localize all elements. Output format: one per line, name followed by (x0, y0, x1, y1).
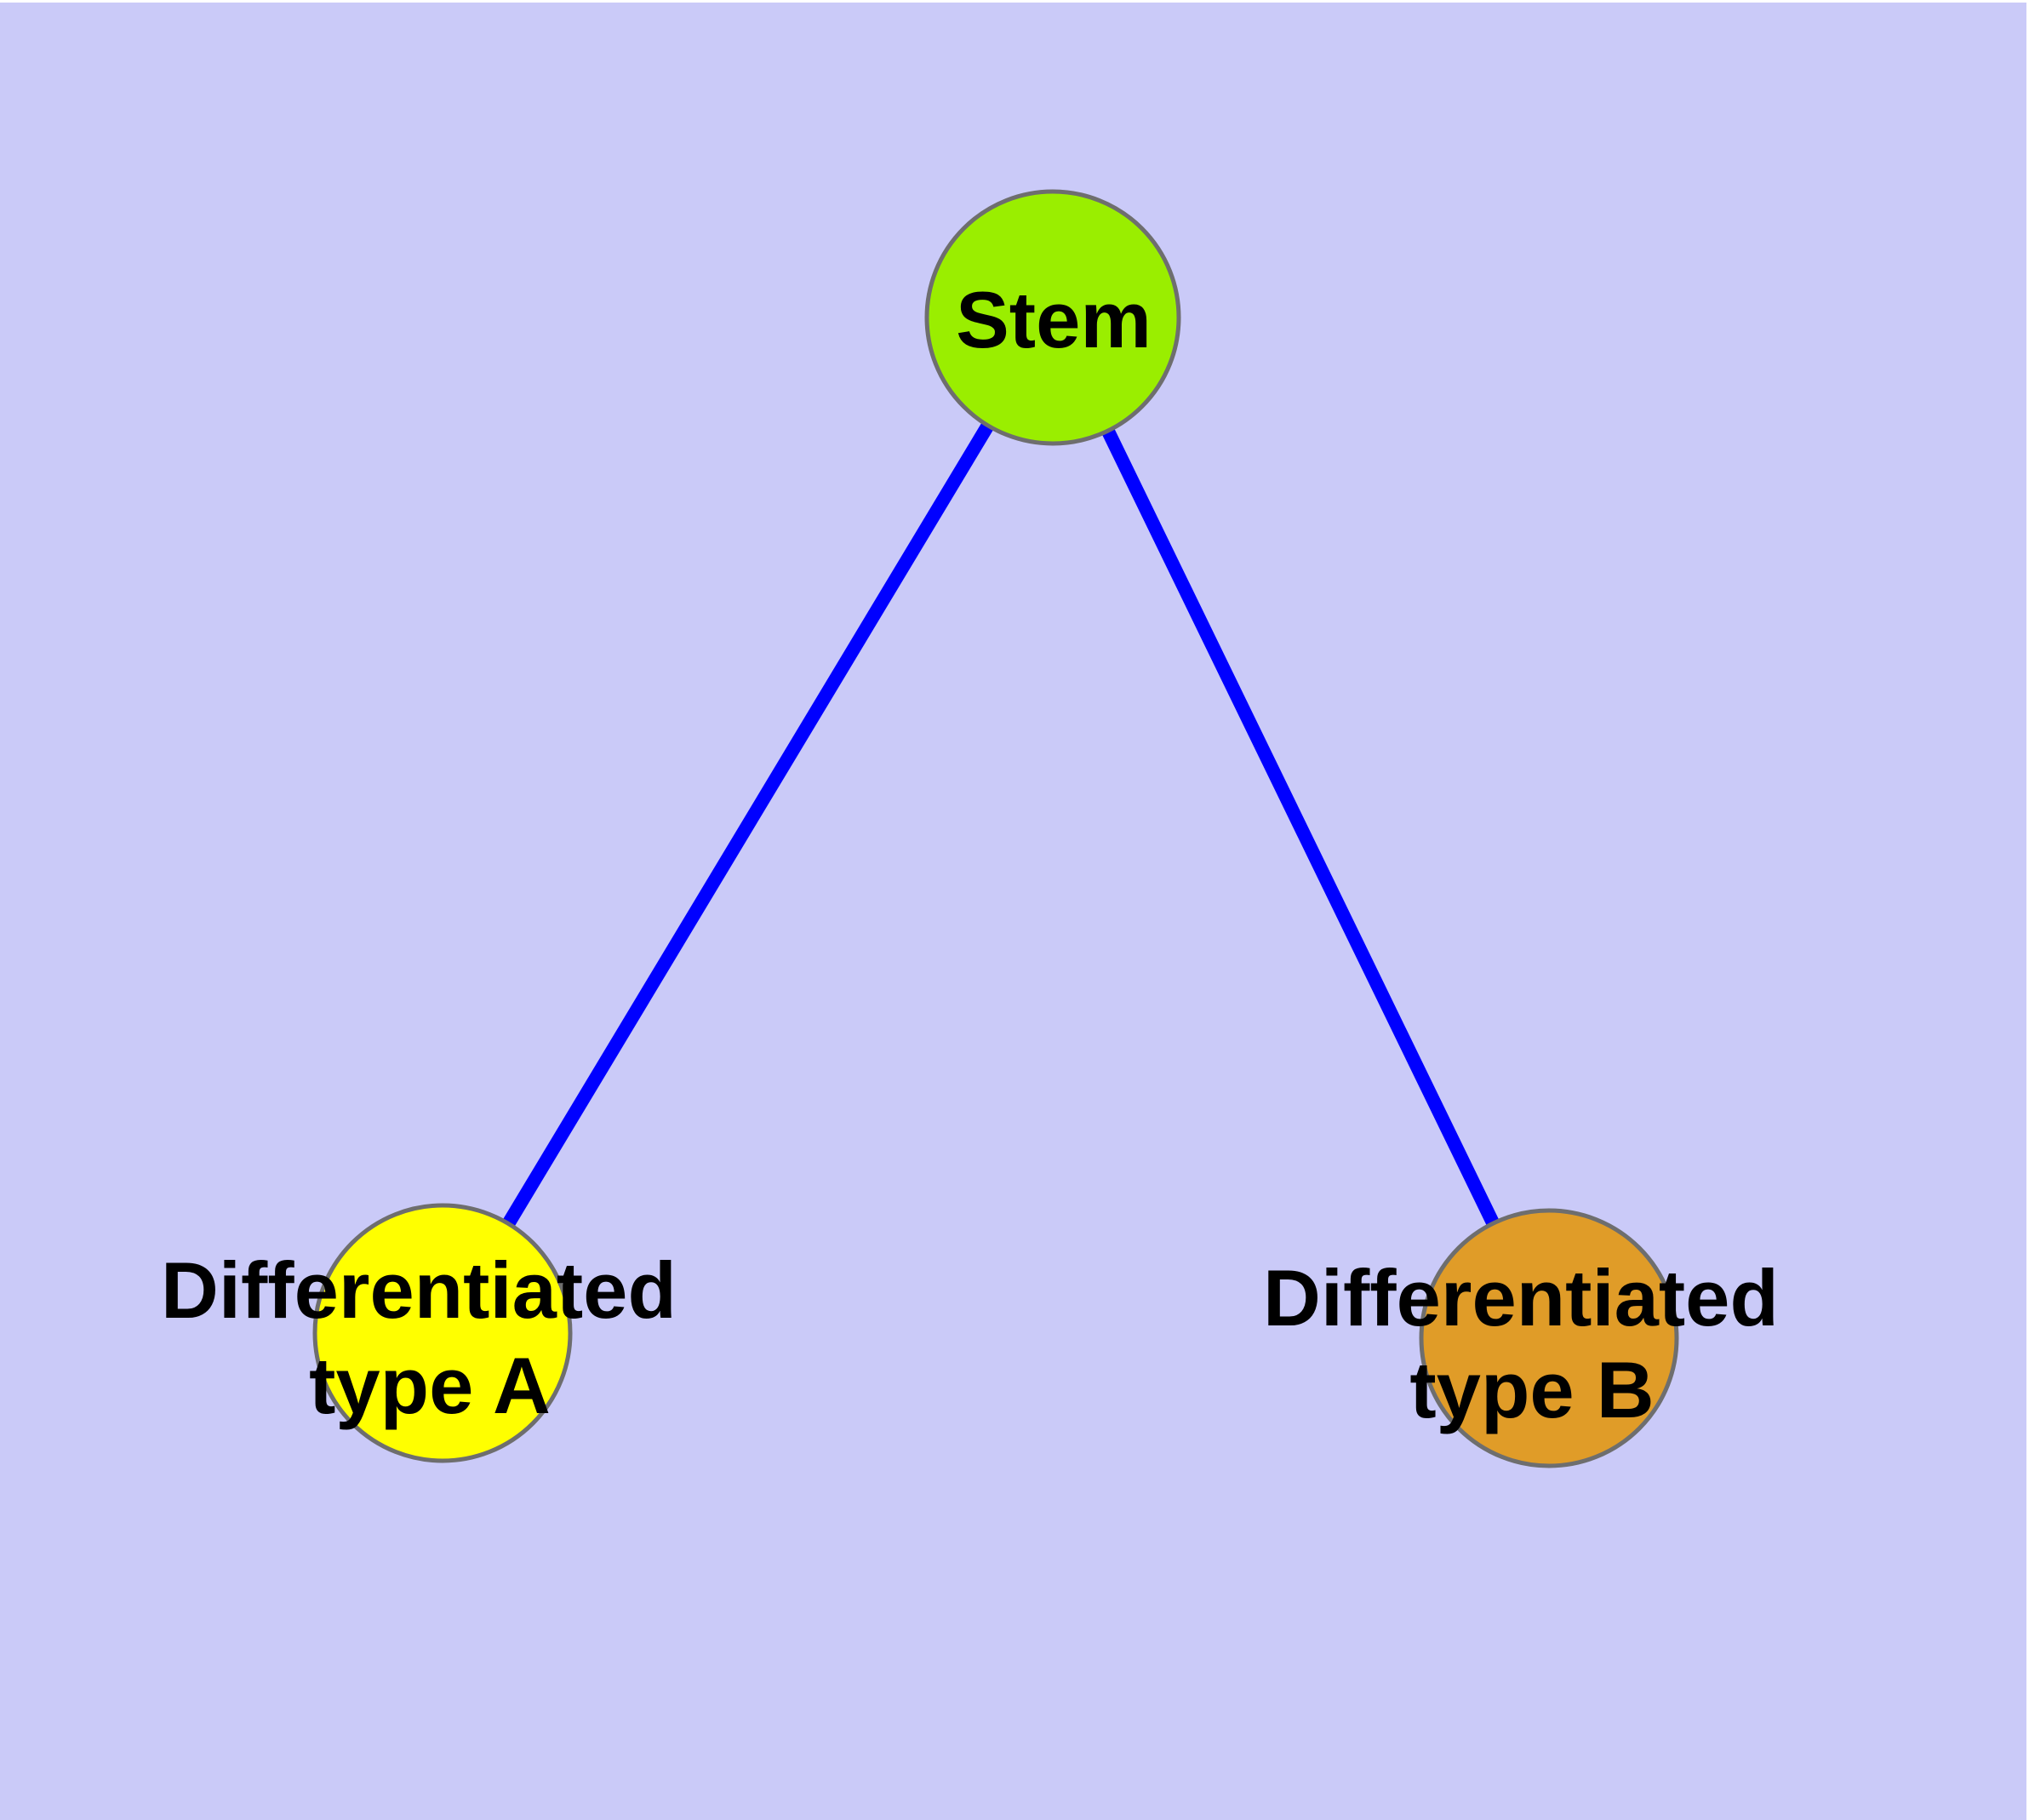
node-differentiated-type-a (312, 1203, 573, 1463)
node-label-type-b-line2: type B (1409, 1345, 1654, 1434)
edge-stem-to-type-a (437, 313, 1059, 1337)
node-label-type-a-line2: type A (309, 1341, 551, 1430)
node-label-type-b-line1: Differentiated (1263, 1253, 1779, 1342)
node-label-stem: Stem (956, 275, 1152, 364)
node-label-differentiated-type-a: Differentiated type A (161, 1245, 699, 1430)
node-stem (924, 189, 1181, 446)
edge-stem-to-type-b (1046, 314, 1556, 1342)
node-label-type-a-line1: Differentiated (161, 1245, 677, 1335)
node-label-differentiated-type-b: Differentiated type B (1263, 1253, 1801, 1434)
node-differentiated-type-b (1419, 1208, 1679, 1468)
